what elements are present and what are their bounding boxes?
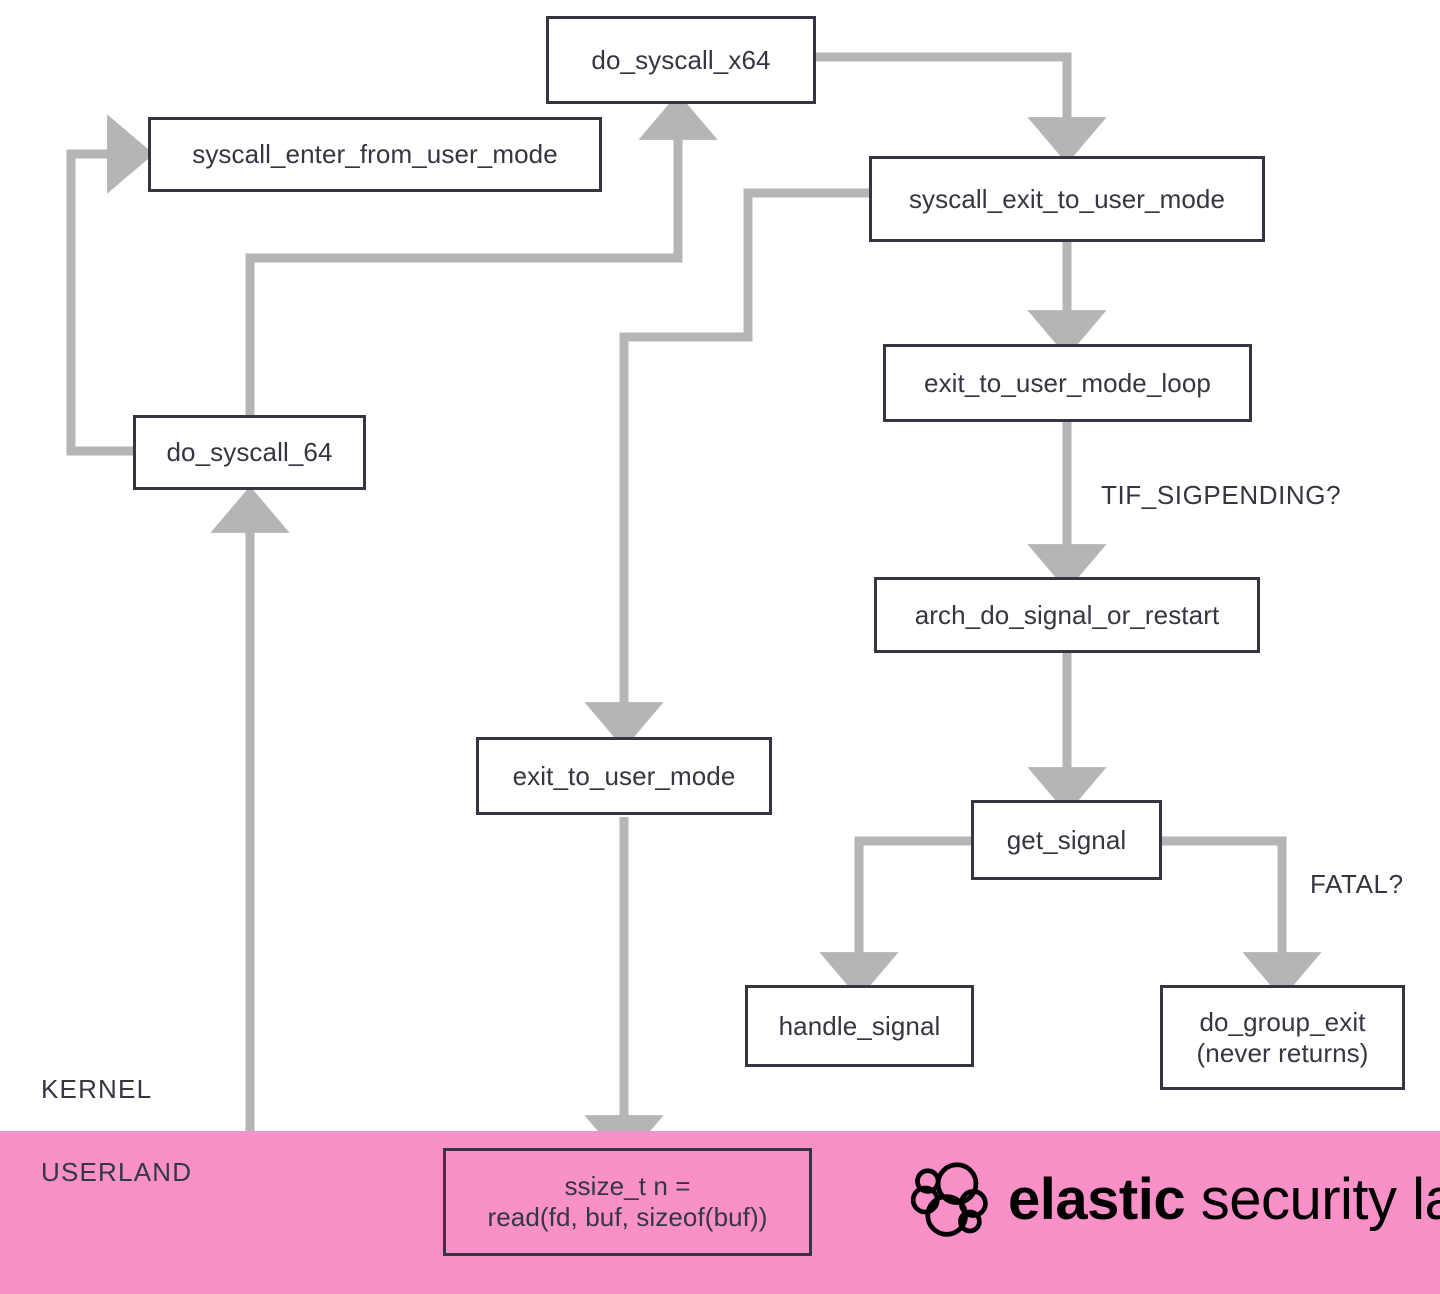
node-do-syscall-64[interactable]: do_syscall_64 bbox=[133, 415, 366, 490]
elastic-security-labs-brand: elastic security labs bbox=[908, 1150, 1440, 1250]
node-label: syscall_enter_from_user_mode bbox=[192, 139, 558, 170]
edge-get-signal-to-handle-signal bbox=[819, 836, 971, 999]
edge-get-signal-to-do-group-exit bbox=[1162, 836, 1322, 999]
node-label: exit_to_user_mode bbox=[512, 760, 736, 791]
node-exit-to-user-mode[interactable]: exit_to_user_mode bbox=[476, 737, 772, 815]
edge-read-to-do-syscall-64 bbox=[210, 486, 443, 1211]
edge-label-tif-sigpending: TIF_SIGPENDING? bbox=[1101, 480, 1342, 510]
zone-label-userland: USERLAND bbox=[41, 1157, 193, 1187]
brand-wordmark: elastic security labs bbox=[1008, 1171, 1440, 1229]
node-do-syscall-x64[interactable]: do_syscall_x64 bbox=[546, 16, 816, 104]
node-label: exit_to_user_mode_loop bbox=[924, 367, 1211, 398]
node-exit-to-user-mode-loop[interactable]: exit_to_user_mode_loop bbox=[883, 344, 1252, 422]
brand-name-security-labs: security labs bbox=[1200, 1167, 1440, 1232]
node-label: do_syscall_x64 bbox=[591, 44, 771, 75]
node-get-signal[interactable]: get_signal bbox=[971, 800, 1162, 880]
node-label: get_signal bbox=[1006, 824, 1127, 855]
elastic-cluster-logo-icon bbox=[908, 1157, 994, 1243]
node-label-line-1: ssize_t n = bbox=[564, 1171, 691, 1202]
node-label-line-1: do_group_exit bbox=[1199, 1006, 1366, 1037]
node-label-line-2: (never returns) bbox=[1196, 1037, 1369, 1068]
node-syscall-exit-to-user-mode[interactable]: syscall_exit_to_user_mode bbox=[869, 156, 1265, 242]
node-label: do_syscall_64 bbox=[166, 437, 333, 468]
edge-do-syscall-64-to-do-syscall-x64 bbox=[245, 93, 718, 415]
edge-syscall-exit-to-exit-to-user-mode bbox=[584, 188, 869, 749]
node-label-line-2: read(fd, buf, sizeof(buf)) bbox=[487, 1202, 768, 1232]
edge-do-syscall-64-to-syscall-enter bbox=[66, 114, 154, 456]
node-do-group-exit[interactable]: do_group_exit (never returns) bbox=[1160, 985, 1405, 1090]
edge-label-fatal: FATAL? bbox=[1310, 869, 1404, 899]
node-arch-do-signal-or-restart[interactable]: arch_do_signal_or_restart bbox=[874, 577, 1260, 653]
node-syscall-enter-from-user-mode[interactable]: syscall_enter_from_user_mode bbox=[148, 117, 602, 192]
node-label: handle_signal bbox=[778, 1010, 941, 1041]
node-handle-signal[interactable]: handle_signal bbox=[745, 985, 974, 1067]
zone-label-kernel: KERNEL bbox=[41, 1074, 153, 1104]
node-user-read-call[interactable]: ssize_t n = read(fd, buf, sizeof(buf)) bbox=[443, 1148, 812, 1256]
node-label: syscall_exit_to_user_mode bbox=[908, 183, 1226, 214]
node-label: arch_do_signal_or_restart bbox=[914, 599, 1220, 630]
edge-do-syscall-x64-to-syscall-exit bbox=[816, 52, 1107, 164]
brand-name-elastic: elastic bbox=[1008, 1167, 1186, 1232]
